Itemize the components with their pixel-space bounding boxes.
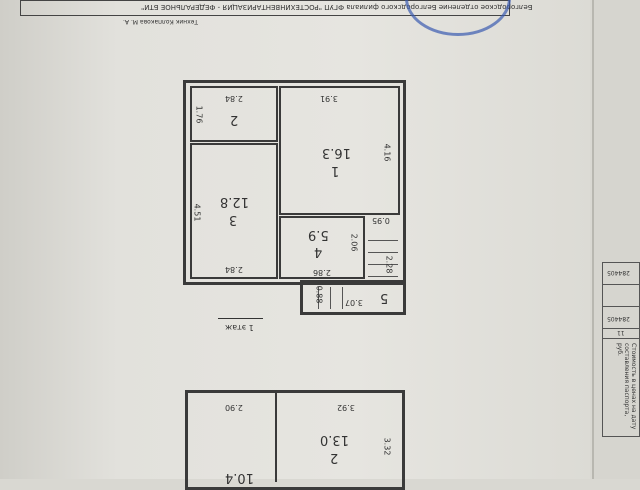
room-4 [279, 216, 365, 279]
room-area: 12.8 [220, 194, 249, 209]
table-cell: 11 [617, 329, 625, 336]
room-area: 5.9 [308, 227, 329, 242]
room-area: 13.0 [320, 432, 349, 447]
dim-label: 3.92 [337, 403, 355, 412]
table-caption: Стоимость в ценах на дату составления па… [616, 343, 637, 430]
document-page [0, 0, 590, 479]
room-area: 16.3 [322, 145, 351, 160]
plan-outer-wall [183, 80, 406, 285]
table-cell: 284405 [607, 315, 630, 322]
dim-label: 0.88 [314, 285, 324, 304]
adjacent-page [592, 0, 640, 479]
stair-block [300, 280, 406, 315]
room-number: 1 [331, 163, 340, 178]
room-number: 5 [380, 290, 389, 305]
plan-lower-outer-wall [185, 390, 405, 490]
room-1 [279, 86, 400, 215]
side-table: 284405 284405 11 Стоимость в ценах на да… [602, 262, 640, 437]
dim-label: 2.28 [384, 255, 394, 274]
dim-label: 2.90 [225, 403, 243, 412]
dim-label: 2.86 [313, 268, 331, 277]
dim-label: 3.32 [382, 437, 392, 456]
room-number: 4 [314, 244, 323, 259]
room-3 [190, 143, 278, 279]
room-number: 2 [330, 450, 339, 465]
room-number: 3 [229, 212, 238, 227]
room-2 [190, 86, 278, 142]
room-number: 2 [230, 112, 239, 127]
dim-label: 4.16 [382, 143, 392, 162]
dim-label: 3.07 [345, 298, 363, 307]
dim-label: 3.91 [320, 94, 338, 103]
dim-label: 2.06 [349, 233, 359, 252]
header-box: Белгородское отделение Белгородского фил… [20, 0, 533, 16]
dim-label: 0.95 [372, 216, 390, 225]
technician: Техник Колпакова М. А. [123, 18, 199, 25]
dim-label: 1.76 [194, 105, 204, 124]
room-area: 10.4 [225, 470, 254, 485]
floor-label: 1 этаж [225, 323, 254, 332]
dim-label: 2.84 [225, 94, 243, 103]
dim-label: 2.84 [225, 265, 243, 274]
dim-label: 4.51 [192, 203, 202, 222]
table-cell: 284405 [607, 269, 630, 276]
